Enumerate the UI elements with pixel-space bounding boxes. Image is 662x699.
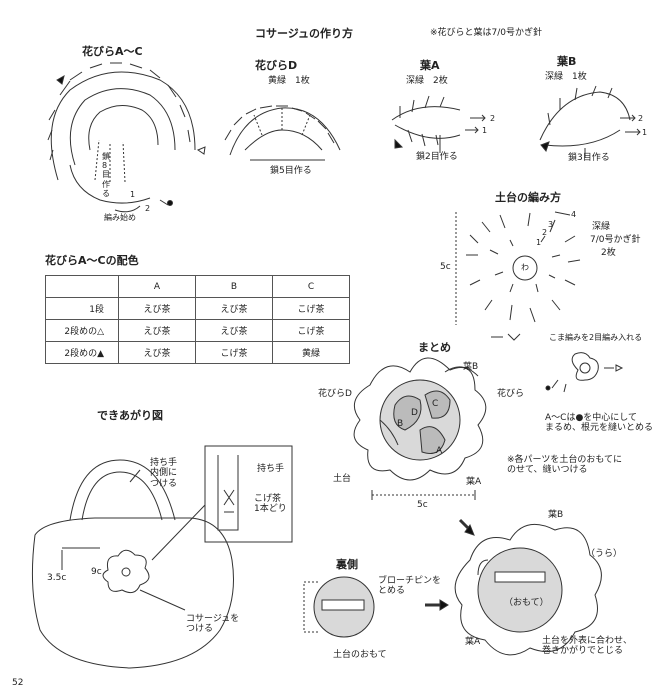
base-title: 土台の編み方: [495, 191, 561, 204]
petal-ac-title: 花びらA～C: [82, 45, 143, 58]
petal-d-chain-note: 鎖5目作る: [270, 166, 312, 176]
table-cell: 黄緑: [272, 341, 350, 364]
front-leaf-a: 葉A: [465, 637, 481, 647]
dim-9: 9c: [91, 567, 102, 577]
table-header-cell: [45, 275, 119, 298]
leaf-a-marker-triangle: [394, 138, 404, 149]
color-table: A B C 1段 えび茶 えび茶 こげ茶 2段めの△ えび茶 えび茶 こげ茶 2…: [45, 275, 350, 364]
assembly-title: まとめ: [418, 341, 451, 354]
table-cell: えび茶: [195, 319, 273, 342]
table-row: 2段めの▲ えび茶 こげ茶 黄緑: [45, 341, 350, 364]
table-cell: こげ茶: [195, 341, 273, 364]
petal-d-color: 黄緑 1枚: [268, 76, 310, 86]
front-finish-note: 土台を外表に合わせ、 巻きかがりでとじる: [542, 636, 633, 657]
assembly-letter-b: B: [397, 419, 404, 429]
triangle-filled-marker: [56, 74, 65, 85]
back-base-disk: [303, 576, 375, 638]
assembly-letter-a: A: [436, 446, 443, 456]
base-size: 5c: [440, 262, 451, 272]
petal-ac-row-1: 1: [130, 190, 136, 199]
hook-note: ※花びらと葉は7/0号かぎ針: [430, 28, 543, 38]
table-header-row: A B C: [45, 275, 350, 298]
base-count-note: 2枚: [601, 248, 616, 258]
leaf-b-chain-note: 鎖3目作る: [568, 153, 610, 163]
assembly-note-parts: ※各パーツを土台のおもてに のせて、縫いつける: [507, 455, 623, 476]
front-front-label: （おもて）: [504, 598, 549, 608]
finished-corsage-note: コサージュを つける: [186, 614, 240, 635]
leaf-b-row-2: 2: [638, 114, 644, 123]
back-title: 裏側: [336, 558, 358, 571]
assembly-leaf-b: 葉B: [463, 362, 479, 372]
color-table-title: 花びらA～Cの配色: [45, 254, 139, 267]
base-row-4: 4: [571, 210, 577, 219]
base-color-note: 深緑: [592, 222, 611, 232]
petal-ac-start-label: 編み始め: [104, 213, 136, 222]
assembly-note-ac: A～Cは●を中心にして まるめ、根元を縫いとめる: [545, 413, 654, 434]
table-header-cell: B: [195, 275, 273, 298]
assembly-flower: [353, 357, 487, 481]
base-symbol-note: こま編みを2目編み入れる: [549, 333, 643, 342]
assembly-letter-c: C: [432, 399, 439, 409]
back-base-front: 土台のおもて: [333, 650, 387, 660]
table-header-cell: A: [118, 275, 196, 298]
back-brooch-note: ブローチピンを とめる: [378, 576, 442, 597]
base-row-1: 1: [536, 238, 542, 247]
table-row: 1段 えび茶 えび茶 こげ茶: [45, 297, 350, 320]
start-dot-marker: [167, 200, 173, 206]
table-row-label: 2段めの▲: [45, 341, 119, 364]
finished-title: できあがり図: [97, 409, 163, 422]
page-number: 52: [12, 678, 24, 688]
table-cell: こげ茶: [272, 297, 350, 320]
leaf-b-row-1: 1: [642, 128, 648, 137]
petal-ac-row-2: 2: [145, 204, 151, 213]
corsage-title: コサージュの作り方: [255, 27, 354, 40]
symbol-legend: [491, 333, 521, 341]
table-row-label: 2段めの△: [45, 319, 119, 342]
inset-yarn-label: こげ茶 1本どり: [254, 494, 287, 515]
inset-handle-label: 持ち手: [257, 464, 285, 474]
front-flower-disk: [454, 523, 602, 656]
table-header-cell: C: [272, 275, 350, 298]
table-cell: えび茶: [118, 297, 196, 320]
assembly-petals: 花びら: [497, 389, 525, 399]
assembly-base: 土台: [333, 474, 352, 484]
dim-3-5: 3.5c: [47, 573, 67, 583]
leaf-a-row-1: 1: [482, 126, 488, 135]
base-row-2: 2: [542, 228, 548, 237]
assembly-petal-d: 花びらD: [318, 389, 352, 399]
triangle-outline-marker: [196, 146, 206, 155]
leaf-a-title: 葉A: [420, 59, 440, 72]
table-cell: こげ茶: [272, 319, 350, 342]
leaf-a-color: 深緑 2枚: [406, 76, 448, 86]
front-leaf-b: 葉B: [548, 510, 564, 520]
base-crochet-chart: [455, 211, 581, 325]
leaf-a-chain-note: 鎖2目作る: [416, 152, 458, 162]
leaf-a-row-2: 2: [490, 114, 496, 123]
petal-ac-crochet-chart: [47, 62, 196, 204]
table-row-label: 1段: [45, 297, 119, 320]
finished-handle-note: 持ち手 内側に つける: [150, 458, 178, 489]
petal-ac-chain-note: 鎖8目作る: [102, 152, 110, 198]
leaf-a-crochet-chart: [391, 95, 486, 153]
base-row-3: 3: [548, 220, 554, 229]
table-cell: えび茶: [118, 319, 196, 342]
leaf-b-color: 深緑 1枚: [545, 72, 587, 82]
base-ring-label: わ: [521, 263, 529, 272]
table-cell: えび茶: [118, 341, 196, 364]
finished-bag: [31, 459, 234, 669]
table-row: 2段めの△ えび茶 えび茶 こげ茶: [45, 319, 350, 342]
petal-d-crochet-chart: [224, 105, 341, 161]
leaf-b-marker-triangle: [540, 141, 550, 153]
assembly-size: 5c: [417, 500, 428, 510]
table-cell: えび茶: [195, 297, 273, 320]
base-hook-note: 7/0号かぎ針: [590, 235, 641, 245]
assembly-letter-d: D: [411, 408, 418, 418]
petal-d-title: 花びらD: [255, 59, 298, 72]
leaf-b-crochet-chart: [539, 85, 641, 158]
handle-inset-frame: [204, 445, 293, 543]
leaf-b-title: 葉B: [557, 55, 577, 68]
front-back-label: （うら）: [586, 549, 623, 559]
assembly-leaf-a: 葉A: [466, 477, 482, 487]
